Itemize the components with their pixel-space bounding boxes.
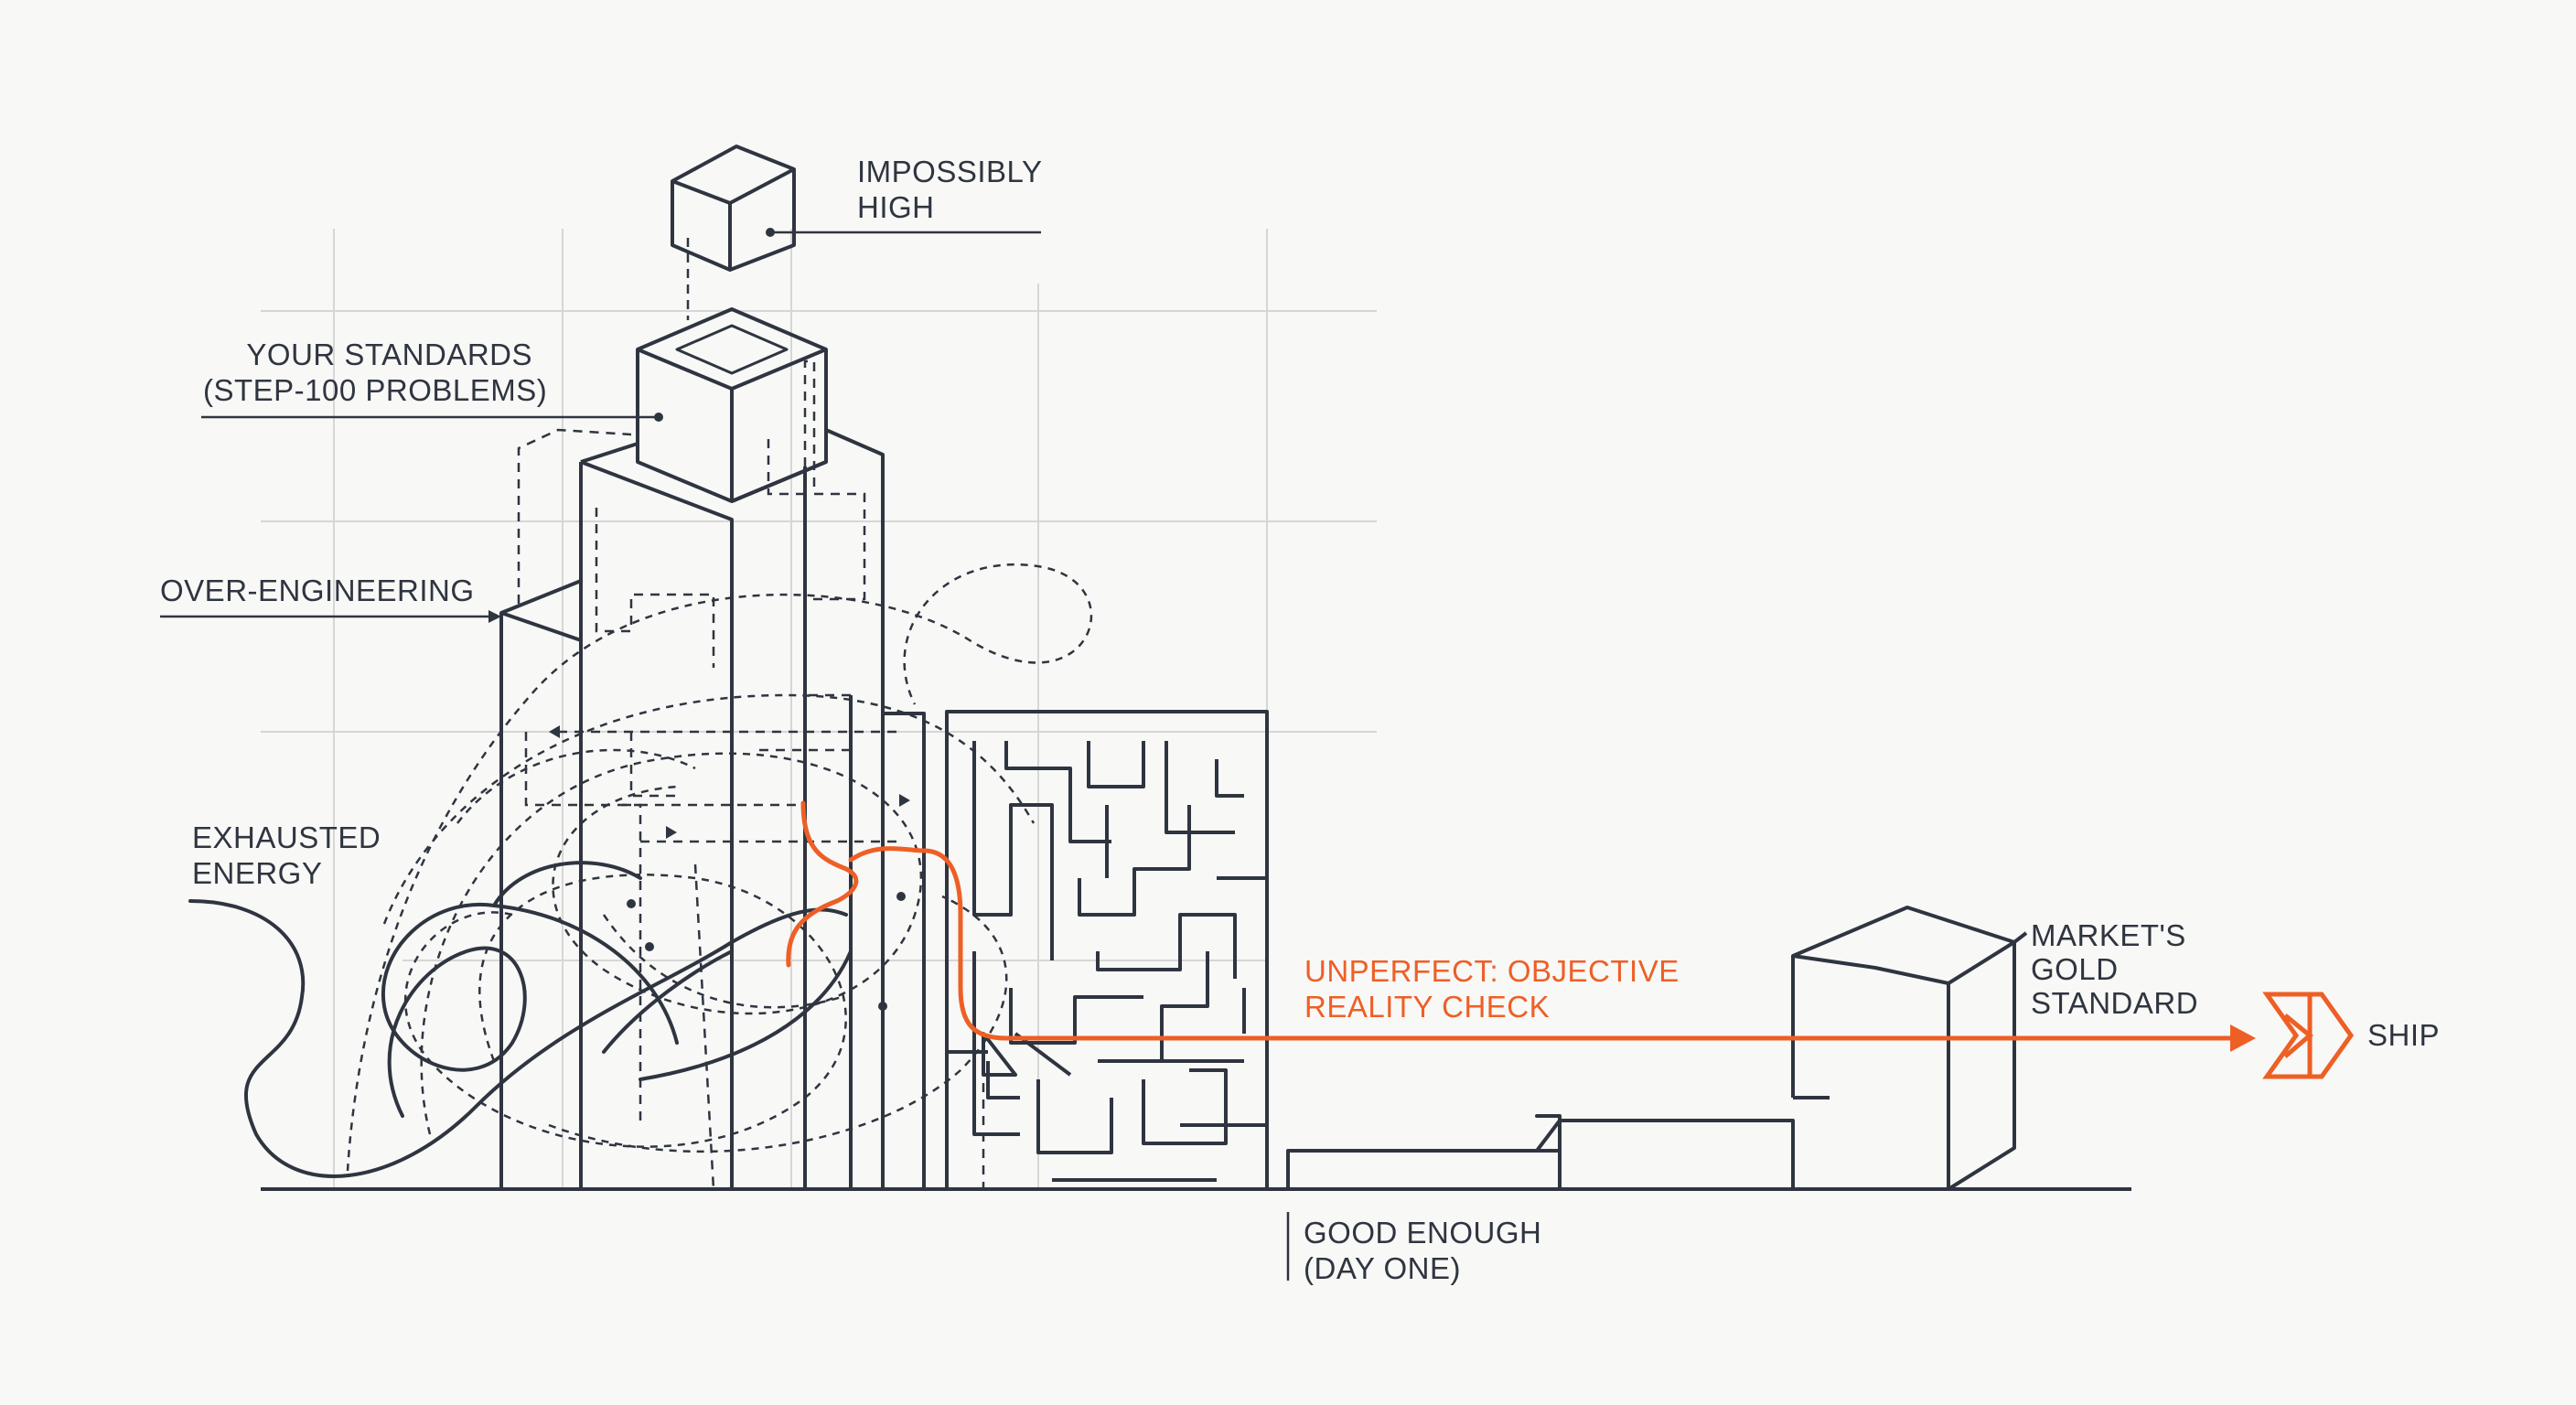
exhausted-energy-line-1: EXHAUSTED <box>192 820 381 854</box>
maze-block <box>945 710 1269 1191</box>
reality-check-path <box>786 800 2256 1052</box>
good-enough-label: GOOD ENOUGH (DAY ONE) <box>1304 1215 1541 1286</box>
exhausted-energy-label: EXHAUSTED ENERGY <box>192 820 381 891</box>
market-gold-line-3: STANDARD <box>2031 986 2199 1020</box>
your-standards-line-2: (STEP-100 PROBLEMS) <box>203 373 548 407</box>
market-gold-standard-block <box>1791 906 2028 1191</box>
impossibly-high-leader <box>686 228 1041 320</box>
unperfect-line-2: REALITY CHECK <box>1304 990 1551 1024</box>
unperfect-line-1: UNPERFECT: OBJECTIVE <box>1304 954 1680 988</box>
market-gold-standard-label: MARKET'S GOLD STANDARD <box>2031 918 2198 1020</box>
over-engineering-label: OVER-ENGINEERING <box>160 573 475 608</box>
standards-tower <box>499 307 926 1189</box>
market-gold-line-1: MARKET'S <box>2031 918 2186 952</box>
market-gold-line-2: GOLD <box>2031 952 2119 986</box>
path-dots <box>627 892 906 1011</box>
ship-arrow-chevron-icon <box>2262 992 2355 1079</box>
label-leader-lines <box>160 415 659 618</box>
impossibly-high-line-1: IMPOSSIBLY <box>857 155 1043 188</box>
exhausted-energy-line-2: ENERGY <box>192 856 323 890</box>
over-engineering-text: OVER-ENGINEERING <box>160 574 475 607</box>
tower-dashed-arrows <box>549 725 910 839</box>
leader-endpoints <box>488 413 663 623</box>
impossibly-high-line-2: HIGH <box>857 190 935 224</box>
your-standards-line-1: YOUR STANDARDS <box>246 338 532 371</box>
good-enough-block <box>1286 1114 1795 1189</box>
tower-dashed-frames <box>517 359 985 1190</box>
ship-text: SHIP <box>2367 1018 2441 1052</box>
impossibly-high-label: IMPOSSIBLY HIGH <box>857 154 1042 225</box>
unperfect-reality-check-label: UNPERFECT: OBJECTIVE REALITY CHECK <box>1304 953 1680 1024</box>
your-standards-label: YOUR STANDARDS (STEP-100 PROBLEMS) <box>203 337 548 408</box>
ship-label: SHIP <box>2367 1017 2440 1053</box>
tangled-paths-dashed <box>346 563 1093 1172</box>
good-enough-line-1: GOOD ENOUGH <box>1304 1216 1542 1249</box>
floating-cube-icon <box>671 145 796 272</box>
good-enough-line-2: (DAY ONE) <box>1304 1251 1461 1285</box>
background-grid <box>261 229 1377 1189</box>
tangled-paths-solid <box>188 861 853 1178</box>
